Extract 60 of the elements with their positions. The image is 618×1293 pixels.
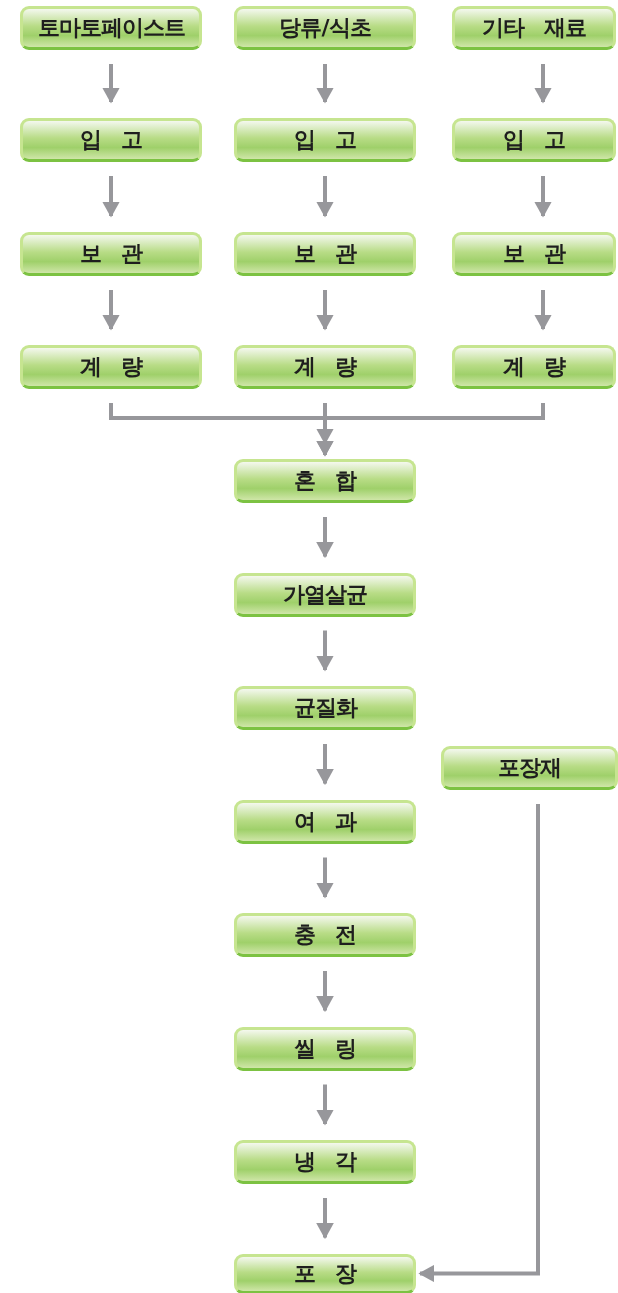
step-label: 여 과 (293, 807, 357, 836)
flow-arrow (316, 630, 334, 672)
process-box (441, 746, 618, 790)
step-label: 기타 재료 (481, 14, 587, 42)
flow-arrow (316, 176, 334, 218)
flow-arrow (316, 857, 334, 899)
step-label: 보 관 (502, 240, 566, 268)
flow-arrow (316, 64, 334, 104)
process-box (234, 1026, 416, 1071)
flow-arrow (316, 1084, 334, 1126)
step-label: 가열살균 (283, 580, 367, 609)
process-box (20, 118, 202, 162)
process-box (234, 1253, 416, 1293)
process-box (234, 6, 416, 50)
flow-arrow (102, 64, 120, 104)
step-label: 씰 링 (293, 1034, 357, 1063)
step-label: 균질화 (293, 694, 357, 722)
process-box (452, 6, 616, 50)
flow-arrow (534, 64, 552, 104)
step-label: 보 관 (293, 240, 357, 268)
flow-arrow (316, 517, 334, 559)
step-label: 냉 각 (293, 1148, 357, 1176)
process-box (20, 6, 202, 50)
flow-arrow (102, 176, 120, 218)
step-label: 계 량 (293, 353, 357, 381)
flow-arrow (316, 403, 545, 457)
process-box (234, 686, 416, 730)
process-box (234, 799, 416, 844)
step-label: 토마토페이스트 (37, 14, 185, 42)
step-label: 계 량 (502, 353, 566, 381)
process-box (234, 345, 416, 389)
process-box (20, 232, 202, 276)
process-box (234, 913, 416, 957)
flow-arrow (316, 744, 334, 786)
flow-arrow (102, 290, 120, 331)
process-box (234, 459, 416, 503)
step-label: 입 고 (502, 126, 566, 154)
step-label: 포장재 (498, 754, 561, 782)
step-label: 충 전 (293, 921, 357, 949)
step-label: 계 량 (79, 353, 143, 381)
process-box (452, 118, 616, 162)
process-box (234, 118, 416, 162)
process-box (234, 572, 416, 617)
flow-arrow (316, 290, 334, 331)
flow-arrow (316, 971, 334, 1013)
flow-arrow (418, 804, 540, 1283)
step-label: 입 고 (293, 126, 357, 154)
process-box (20, 345, 202, 389)
step-label: 보 관 (79, 240, 143, 268)
process-box (234, 1140, 416, 1184)
flow-arrow (534, 290, 552, 331)
process-box (452, 345, 616, 389)
step-label: 포 장 (293, 1259, 357, 1288)
flow-arrow (316, 1198, 334, 1240)
process-box (234, 232, 416, 276)
step-label: 입 고 (79, 126, 143, 154)
process-box (452, 232, 616, 276)
step-label: 혼 합 (293, 467, 357, 495)
flow-arrow (534, 176, 552, 218)
step-label: 당류/식초 (279, 14, 371, 42)
